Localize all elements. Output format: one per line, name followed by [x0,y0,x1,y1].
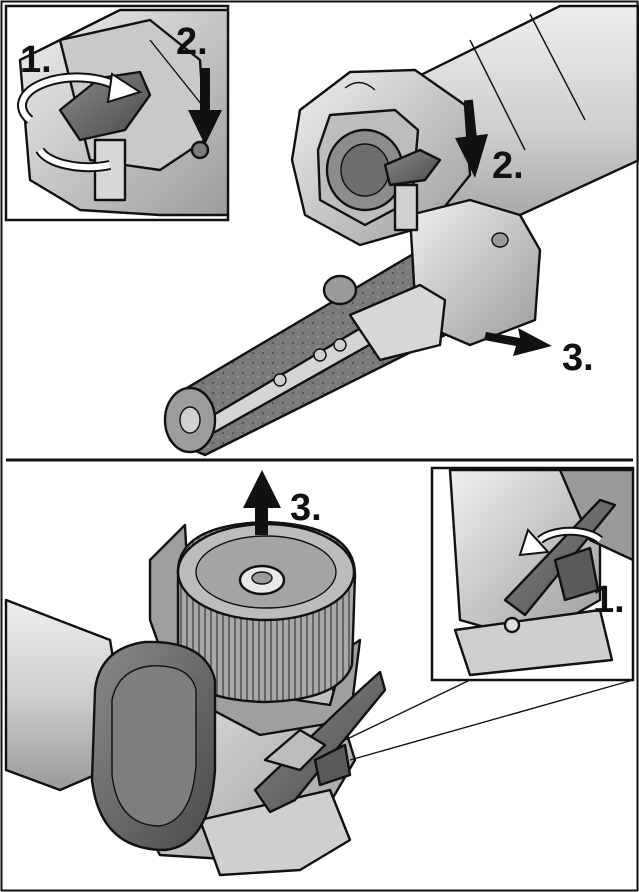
up-arrow-icon [243,470,281,535]
main-step2-label: 2. [492,145,524,187]
top-panel: 2. 3. [4,4,639,457]
bottom-panel: 3. 1. [4,466,635,877]
inset-step2-label: 2. [176,21,208,63]
flap-wheel [176,520,357,704]
main-step3-label: 3. [290,487,322,529]
rotate-arrow-icon [17,72,143,173]
inset-step1-label: 1. [20,39,52,81]
clamp-lever [383,148,442,232]
gear-head [290,68,472,247]
belt-housing [348,198,542,362]
main-step3-label: 3. [562,337,594,379]
inset-bottom-right: 1. [430,466,635,682]
inset-step1-label: 1. [593,579,625,621]
rotate-arrow-icon [518,526,603,557]
inset-top-left: 1. 2. [4,4,230,222]
down-arrow-icon [455,99,488,178]
down-arrow-icon [188,68,222,145]
end-cap [90,640,217,852]
pull-arrow-icon [484,328,552,356]
leader-line [349,679,634,761]
clamp-lever [253,670,387,814]
leader-line [344,679,471,741]
